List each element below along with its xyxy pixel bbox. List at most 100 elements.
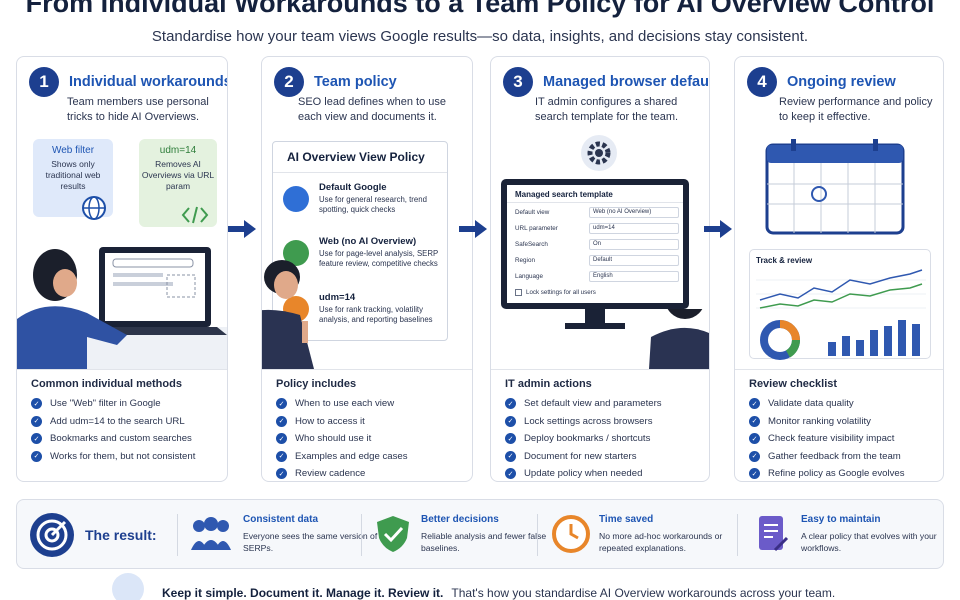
check-icon: ✓	[276, 398, 287, 410]
step-card-3: 3 Managed browser defaults IT admin confi…	[490, 56, 710, 482]
lightbulb-icon	[112, 573, 144, 600]
check-icon: ✓	[276, 433, 287, 445]
list-item: ✓Review cadence	[276, 465, 472, 481]
list-item: ✓Deploy bookmarks / shortcuts	[505, 430, 709, 448]
list-item: ✓Validate data quality	[749, 395, 943, 413]
check-icon: ✓	[749, 468, 760, 480]
page-subtitle: Standardise how your team views Google r…	[151, 28, 809, 45]
bubble-text: Shows only traditional web results	[45, 159, 101, 191]
track-title: Track & review	[756, 256, 813, 265]
list-item: ✓Who should use it	[276, 430, 472, 448]
footer-bold: Keep it simple. Document it. Manage it. …	[162, 586, 444, 600]
web-filter-bubble: Web filter Shows only traditional web re…	[33, 139, 113, 217]
template-heading: Managed search template	[507, 185, 683, 203]
bubble-title: udm=14	[159, 145, 197, 156]
step-title: Managed browser defaults	[543, 74, 710, 90]
step-description: IT admin configures a shared search temp…	[535, 96, 679, 123]
check-icon: ✓	[505, 450, 516, 462]
list-item: ✓Refine policy as Google evolves	[749, 465, 943, 481]
arrow-right-icon	[228, 220, 256, 238]
check-icon: ✓	[276, 468, 287, 480]
clock-icon	[552, 515, 590, 553]
check-icon: ✓	[505, 433, 516, 445]
monitor-stand-and-admin	[565, 309, 709, 369]
check-icon: ✓	[505, 415, 516, 427]
page-title: From Individual Workarounds to a Team Po…	[25, 0, 935, 18]
step-description: Team members use personal tricks to hide…	[67, 96, 209, 123]
admin-actions-list: IT admin actions ✓Set default view and p…	[491, 369, 709, 481]
list-item: ✓Update policy when needed	[505, 465, 709, 481]
step-number: 4	[747, 67, 777, 97]
list-title: IT admin actions	[505, 378, 592, 390]
bubble-text: Removes AI Overviews via URL param	[141, 159, 215, 191]
lock-settings-checkbox: Lock settings for all users	[515, 289, 596, 296]
trend-chart-icon	[756, 269, 926, 360]
check-icon: ✓	[749, 450, 760, 462]
check-icon: ✓	[505, 398, 516, 410]
shield-check-icon	[377, 516, 409, 552]
list-item: ✓Lock settings across browsers	[505, 413, 709, 431]
list-item: ✓How to access it	[276, 413, 472, 431]
list-item: ✓Bookmarks and custom searches	[31, 430, 227, 448]
footer-text: That's how you standardise AI Overview w…	[451, 586, 836, 600]
step-description: SEO lead defines when to use each view a…	[298, 96, 446, 123]
step-description: Review performance and policy to keep it…	[779, 96, 933, 123]
track-review-panel: Track & review	[749, 249, 931, 360]
calendar-icon	[765, 139, 905, 235]
list-item: ✓Check feature visibility impact	[749, 430, 943, 448]
list-item: ✓Gather feedback from the team	[749, 448, 943, 466]
arrow-right-icon	[704, 220, 732, 238]
step-number: 1	[29, 67, 59, 97]
policy-heading: AI Overview View Policy	[273, 142, 447, 173]
list-item: ✓When to use each view	[276, 395, 472, 413]
globe-icon	[82, 196, 106, 220]
step-number: 3	[503, 67, 533, 97]
methods-list: Common individual methods ✓Use "Web" fil…	[17, 369, 227, 481]
document-edit-icon	[759, 516, 789, 552]
list-item: ✓Document for new starters	[505, 448, 709, 466]
code-icon	[181, 206, 209, 224]
bubble-title: Web filter	[51, 145, 95, 156]
list-item: ✓Monitor ranking volatility	[749, 413, 943, 431]
gear-icon	[581, 135, 617, 171]
target-icon	[30, 513, 74, 557]
check-icon: ✓	[31, 450, 42, 462]
seo-lead-illustration	[262, 260, 314, 369]
policy-list: Policy includes ✓When to use each view ✓…	[262, 369, 472, 481]
arrow-right-icon	[459, 220, 487, 238]
step-title: Individual workarounds	[69, 74, 228, 90]
check-icon: ✓	[749, 398, 760, 410]
check-icon: ✓	[31, 415, 42, 427]
list-title: Review checklist	[749, 378, 838, 390]
list-item: ✓Examples and edge cases	[276, 448, 472, 466]
check-icon: ✓	[276, 415, 287, 427]
list-item: ✓Add udm=14 to the search URL	[31, 413, 227, 431]
check-icon: ✓	[749, 415, 760, 427]
check-icon: ✓	[31, 433, 42, 445]
check-icon: ✓	[749, 433, 760, 445]
list-item: ✓Set default view and parameters	[505, 395, 709, 413]
list-item: ✓Use "Web" filter in Google	[31, 395, 227, 413]
step-number: 2	[274, 67, 304, 97]
list-title: Policy includes	[276, 378, 357, 390]
step-card-1: 1 Individual workarounds Team members use…	[16, 56, 228, 482]
check-icon: ✓	[31, 398, 42, 410]
team-icon	[191, 517, 231, 550]
check-icon: ✓	[505, 468, 516, 480]
footer-tip: Keep it simple. Document it. Manage it. …	[112, 573, 952, 600]
review-checklist: Review checklist ✓Validate data quality …	[735, 369, 943, 481]
